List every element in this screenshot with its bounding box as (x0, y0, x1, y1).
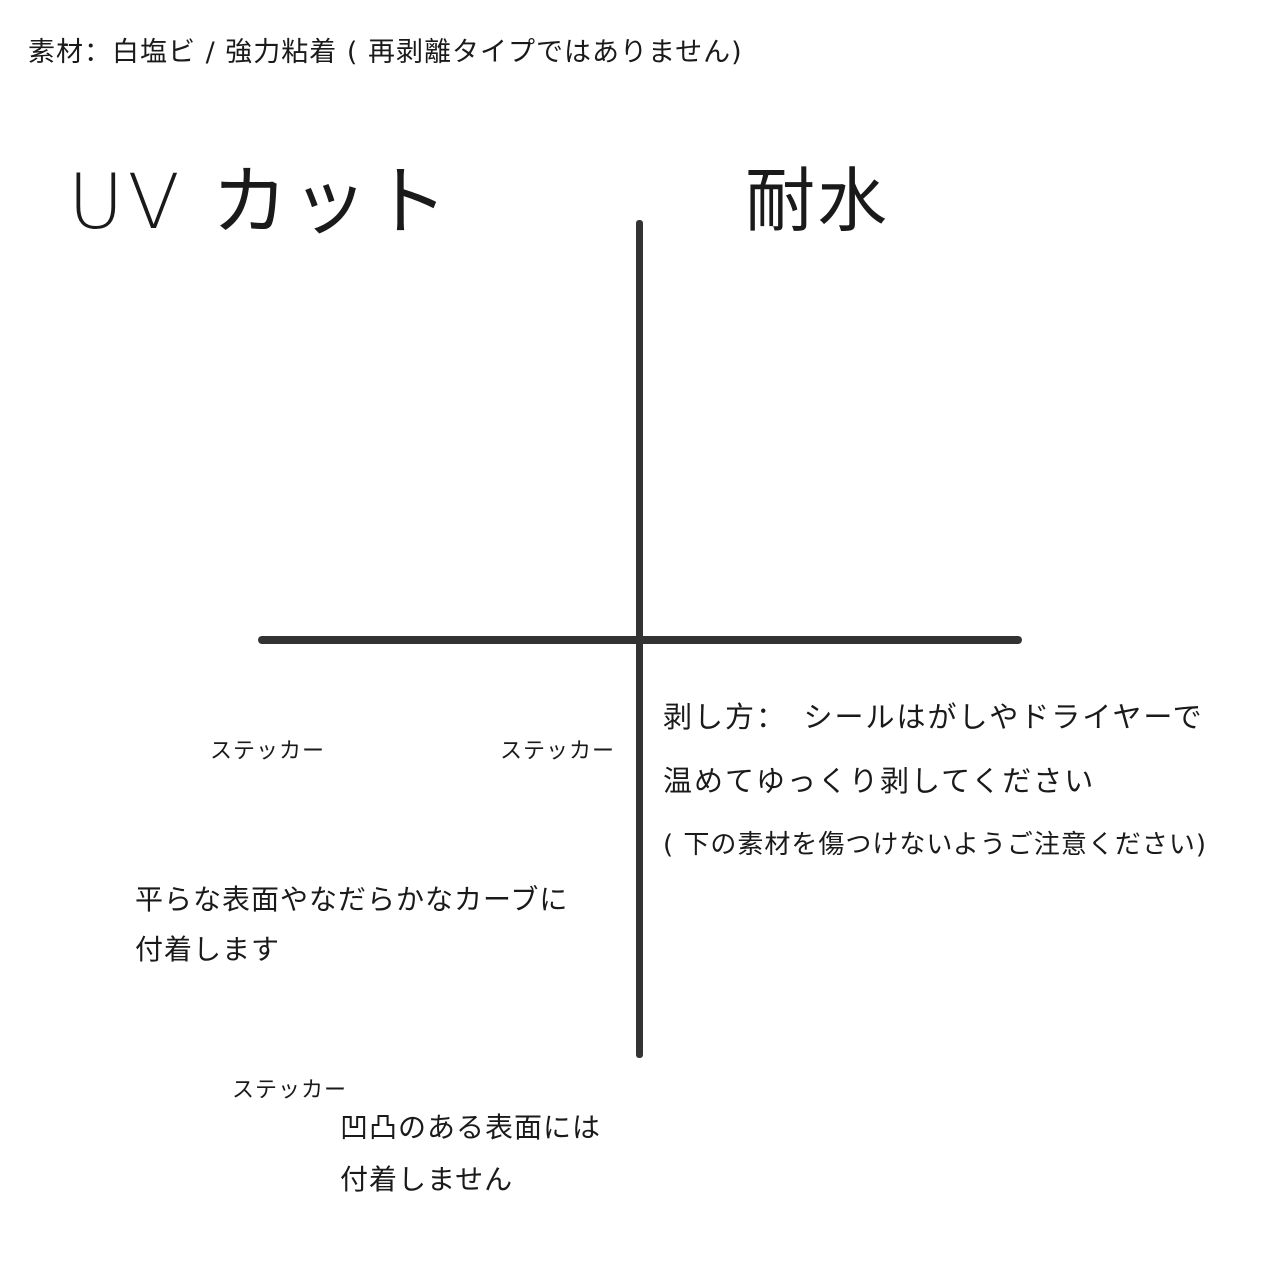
sticker-label: ステッカー (500, 739, 616, 764)
removal-line2: 温めてゆっくり剥してください (663, 764, 1096, 798)
ng-description-line1: 凹凸のある表面には (340, 1111, 602, 1144)
ng-cross-icon (61, 996, 184, 1119)
sticker-label: ステッカー (232, 1078, 348, 1103)
ok-description-line1: 平らな表面やなだらかなカーブに (135, 883, 569, 916)
horizontal-divider (258, 636, 1022, 644)
ng-description-line2: 付着しません (340, 1163, 514, 1196)
umbrella-icon (831, 243, 1091, 456)
removal-line1: 剥し方： シールはがしやドライヤーで (663, 700, 1204, 734)
surface-label: 貼り付け場所 (400, 819, 563, 849)
surface-label: 貼り付け場所 (130, 817, 293, 847)
ok-circle-icon (333, 660, 483, 810)
ok-circle-icon (33, 659, 195, 821)
removal-note: ( 下の素材を傷つけないようご注意ください) (663, 830, 1208, 860)
removal-instructions: 剥し方： シールはがしやドライヤーで 温めてゆっくり剥してください ( 下の素材… (663, 685, 1207, 877)
ok-description-line2: 付着します (135, 933, 281, 966)
surface-label: 貼り付け場所 (122, 1164, 285, 1194)
sticker-label: ステッカー (210, 739, 326, 764)
material-spec: 素材：白塩ビ / 強力粘着 ( 再剥離タイプではありません) (28, 37, 743, 68)
waterproof-title: 耐水 (745, 160, 889, 242)
